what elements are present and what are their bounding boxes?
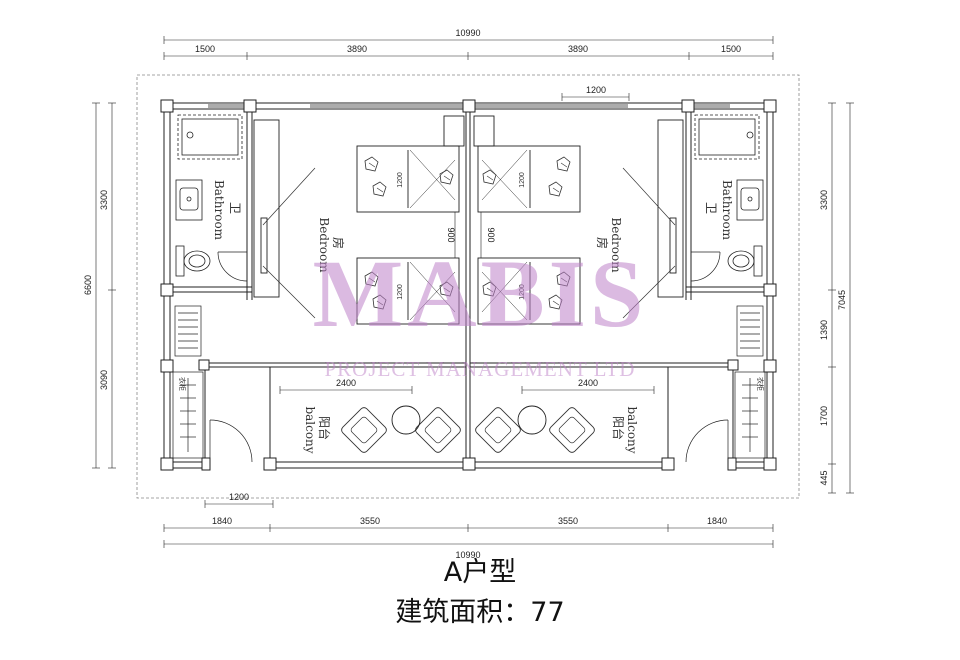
closet-label-right: 衣柜 (756, 377, 765, 391)
closets (172, 371, 766, 459)
beds (356, 115, 581, 325)
watermark-title: MABIS (312, 240, 648, 347)
balcony-label-en-right: balcony (625, 406, 639, 453)
dim-left-seg-1: 3300 (99, 190, 109, 210)
dim-top-seg-2: 3890 (347, 44, 367, 54)
bedroom-label-cn-left: 房 (331, 237, 346, 249)
dim-bottom-seg-4: 1840 (707, 516, 727, 526)
dim-bed-1: 1200 (397, 172, 404, 188)
balcony-furniture (339, 405, 597, 455)
bedroom-label-cn-right: 房 (595, 237, 610, 249)
dim-right-seg-1: 3300 (819, 190, 829, 210)
balcony-label-cn-left: 阳台 (317, 416, 332, 440)
dim-left-seg-2: 3090 (99, 370, 109, 390)
floor-area-caption: 建筑面积：77 (395, 597, 565, 628)
top-windows (208, 104, 730, 108)
toilets (175, 245, 763, 277)
bathroom-label-en-left: Bathroom (212, 180, 226, 241)
dim-bottom-door: 1200 (229, 492, 249, 502)
dim-bed-4: 1200 (519, 284, 526, 300)
dim-bottom-seg-3: 3550 (558, 516, 578, 526)
balcony-label-en-left: balcony (303, 406, 317, 453)
bedroom-label-en-right: Bedroom (609, 217, 623, 273)
watermark-subtitle: PROJECT MANAGEMENT LTD (324, 357, 636, 381)
dim-right-outer: 7045 (837, 290, 847, 310)
dim-balcony-left: 2400 (336, 378, 356, 388)
bedroom-label-en-left: Bedroom (317, 217, 331, 273)
ac-units (174, 305, 764, 357)
dim-top-window: 1200 (586, 85, 606, 95)
dim-bottom-seg-2: 3550 (360, 516, 380, 526)
dimension-lines (92, 36, 854, 548)
dim-top-seg-4: 1500 (721, 44, 741, 54)
columns (160, 99, 777, 471)
balcony-doors (209, 419, 729, 463)
shower-enclosures (177, 114, 760, 160)
dim-top-seg-1: 1500 (195, 44, 215, 54)
dim-bottom-total: 10990 (455, 550, 480, 560)
wardrobe-units (253, 119, 684, 298)
dim-right-seg-2: 1390 (819, 320, 829, 340)
closet-label-left: 衣柜 (178, 377, 187, 391)
dim-left-outer: 6600 (83, 275, 93, 295)
sinks (175, 179, 764, 221)
dim-balcony-right: 2400 (578, 378, 598, 388)
dim-top-seg-3: 3890 (568, 44, 588, 54)
dim-right-seg-4: 445 (819, 470, 829, 485)
dim-bed-2: 1200 (397, 284, 404, 300)
view-lines (262, 167, 676, 319)
dim-bed-gap-left: 900 (446, 227, 456, 242)
dim-bottom-seg-1: 1840 (212, 516, 232, 526)
bathroom-label-cn-right: 卫 (704, 202, 718, 214)
bathroom-label-en-right: Bathroom (720, 180, 734, 241)
dim-bed-3: 1200 (519, 172, 526, 188)
bathroom-label-cn-left: 卫 (228, 202, 242, 214)
outer-boundary (136, 74, 800, 499)
balcony-label-cn-right: 阳台 (611, 416, 626, 440)
dim-right-seg-3: 1700 (819, 406, 829, 426)
dim-top-total: 10990 (455, 28, 480, 38)
bathroom-doors (217, 251, 721, 282)
unit-type-caption: A户型 (443, 557, 517, 588)
dim-bed-gap-right: 900 (486, 227, 496, 242)
